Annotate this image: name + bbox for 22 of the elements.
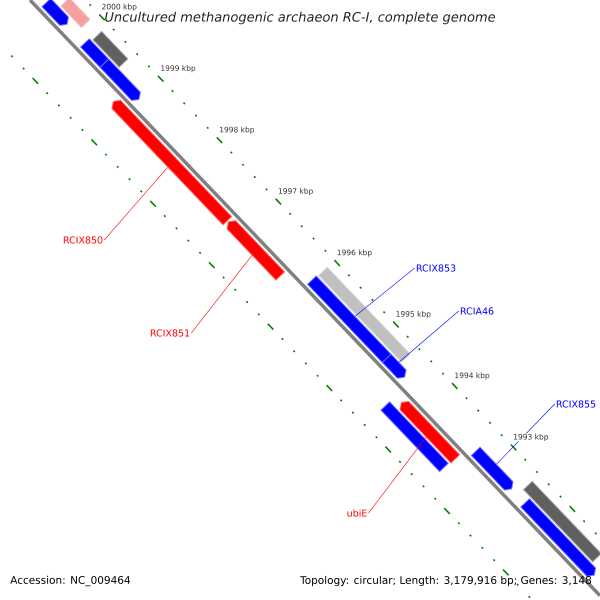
gene-feature <box>306 275 394 365</box>
leader-line <box>368 437 426 514</box>
gene-bar <box>60 0 91 28</box>
gene-feature <box>470 446 514 491</box>
title: Uncultured methanogenic archaeon RC-I, complete genome <box>105 12 496 24</box>
gene-feature <box>520 498 596 577</box>
leader-line <box>398 310 460 362</box>
gene-label: RCIA46 <box>460 307 494 315</box>
gene-feature <box>382 353 407 379</box>
gene-feature <box>41 0 69 26</box>
gene-label: RCIX853 <box>416 264 456 272</box>
genome-info-text: Topology: circular; Length: 3,179,916 bp; Genes: 3,148 <box>300 576 592 586</box>
accession-text: Accession: NC_009464 <box>10 576 130 586</box>
gene-feature <box>226 220 286 281</box>
leader-line <box>354 268 415 316</box>
gene-feature <box>399 400 460 464</box>
gene-label: ubiE <box>347 509 367 517</box>
gene-label: RCIX851 <box>150 329 190 337</box>
leader-line <box>104 167 168 240</box>
leader-line <box>191 255 252 334</box>
gene-label: RCIX855 <box>556 400 596 408</box>
gene-label: RCIX850 <box>64 236 102 244</box>
